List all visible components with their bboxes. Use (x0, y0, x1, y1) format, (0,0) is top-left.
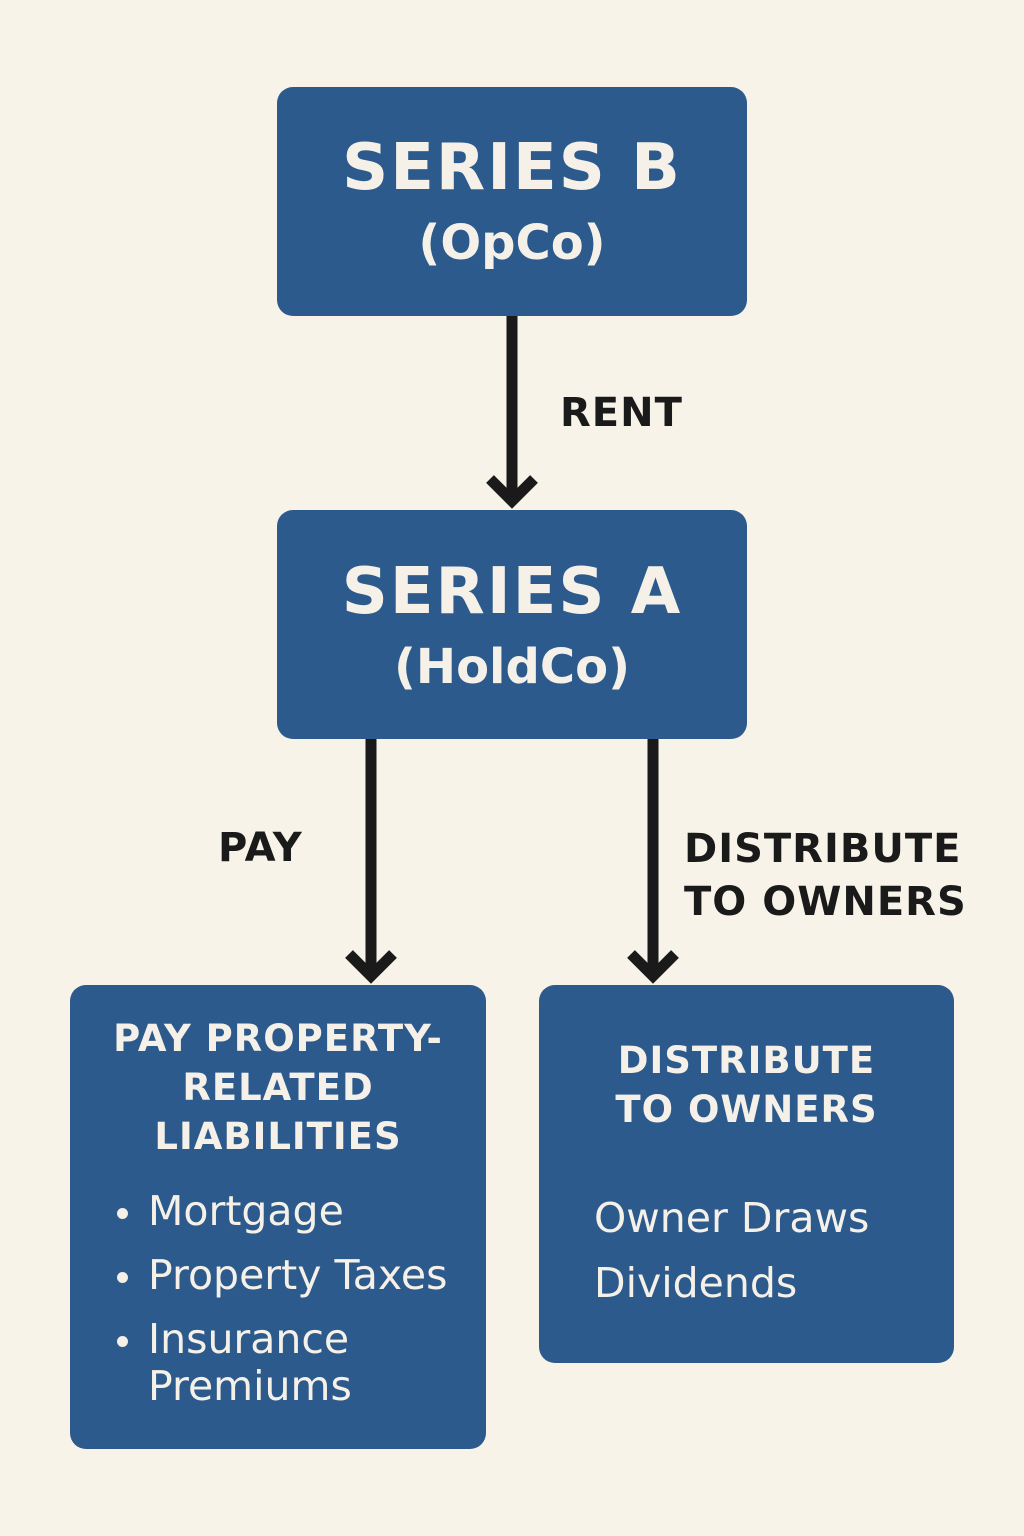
list-item: Owner Draws (594, 1194, 870, 1242)
arrow-distribute (627, 739, 679, 984)
series-a-title: SERIES A (341, 555, 683, 629)
distribute-label: DISTRIBUTE TO OWNERS (684, 823, 967, 929)
list-item: Dividends (594, 1259, 798, 1307)
liabilities-heading: PAY PROPERTY- RELATED LIABILITIES (70, 1014, 486, 1161)
liabilities-heading-line: LIABILITIES (154, 1115, 402, 1158)
liabilities-list: Mortgage Property Taxes Insurance Premiu… (114, 1188, 486, 1427)
rent-label: RENT (560, 390, 683, 436)
liabilities-heading-line: PAY PROPERTY- (113, 1017, 443, 1060)
arrow-rent (486, 316, 538, 509)
series-a-subtitle: (HoldCo) (393, 639, 631, 695)
liabilities-box: PAY PROPERTY- RELATED LIABILITIES Mortga… (70, 985, 486, 1449)
list-item: Property Taxes (114, 1252, 486, 1299)
series-b-title: SERIES B (342, 131, 682, 205)
distribute-label-line: DISTRIBUTE (684, 826, 962, 872)
distribute-heading-line: DISTRIBUTE (617, 1039, 876, 1082)
distribute-heading-line: TO OWNERS (615, 1088, 878, 1131)
series-a-box: SERIES A (HoldCo) (277, 510, 747, 739)
distribute-heading: DISTRIBUTE TO OWNERS (539, 1036, 954, 1134)
pay-label: PAY (218, 825, 303, 871)
liabilities-heading-line: RELATED (182, 1066, 374, 1109)
distribute-list: Owner Draws Dividends (594, 1195, 869, 1325)
distribute-box: DISTRIBUTE TO OWNERS Owner Draws Dividen… (539, 985, 954, 1363)
list-item: Mortgage (114, 1188, 486, 1235)
list-item: Insurance Premiums (114, 1316, 486, 1410)
series-b-subtitle: (OpCo) (418, 215, 606, 271)
series-b-box: SERIES B (OpCo) (277, 87, 747, 316)
arrow-pay (345, 739, 397, 984)
distribute-label-line: TO OWNERS (684, 879, 967, 925)
